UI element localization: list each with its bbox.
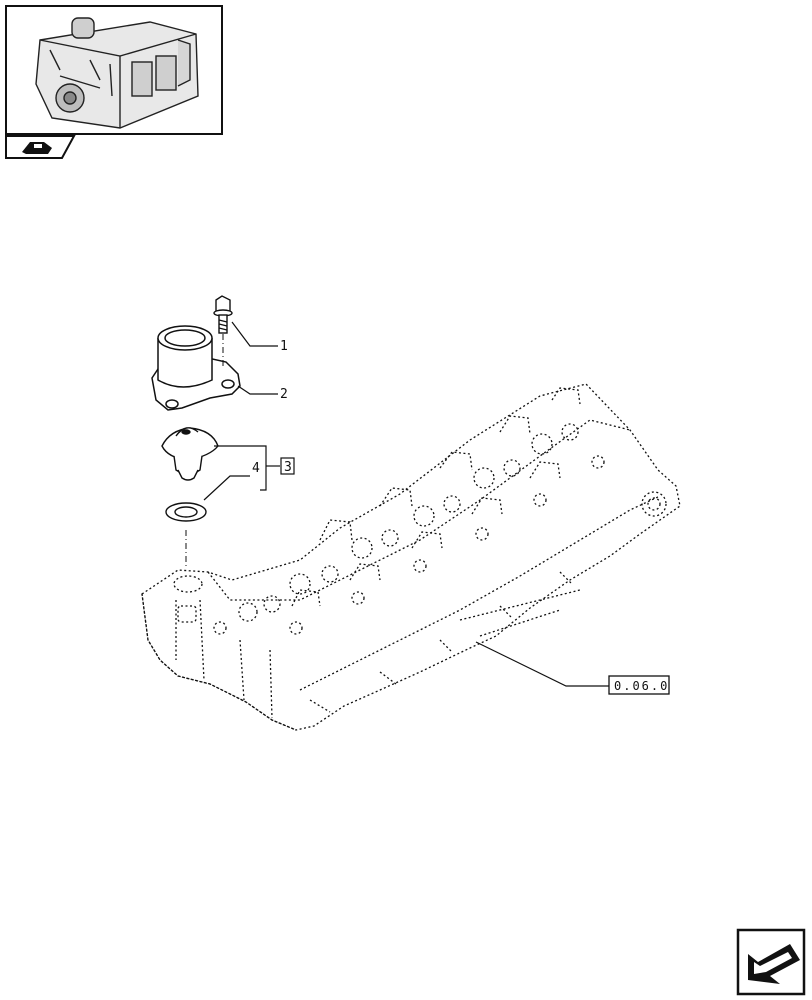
- reference-link[interactable]: 0.06.0: [608, 675, 670, 695]
- engine-section-icon: [22, 142, 52, 154]
- leader-lines: [203, 321, 610, 687]
- callout-4: 4: [252, 461, 260, 476]
- assembly-axes: [185, 334, 224, 566]
- thermostat[interactable]: [161, 427, 219, 481]
- thermostat-housing[interactable]: [151, 325, 241, 411]
- next-page-button[interactable]: [736, 928, 806, 996]
- engine-thumbnail[interactable]: [5, 5, 223, 135]
- bolt[interactable]: [213, 295, 233, 334]
- section-tab[interactable]: [5, 135, 76, 159]
- callout-2: 2: [280, 387, 288, 402]
- next-page-arrow-icon: [748, 944, 800, 984]
- callout-3: 3: [284, 460, 292, 475]
- callout-3-box[interactable]: 3: [280, 457, 295, 475]
- cylinder-head: [141, 383, 681, 731]
- callout-1: 1: [280, 339, 288, 354]
- gasket[interactable]: [165, 502, 207, 522]
- reference-label: 0.06.0: [614, 679, 669, 693]
- engine-thumbnail-icon: [35, 17, 199, 129]
